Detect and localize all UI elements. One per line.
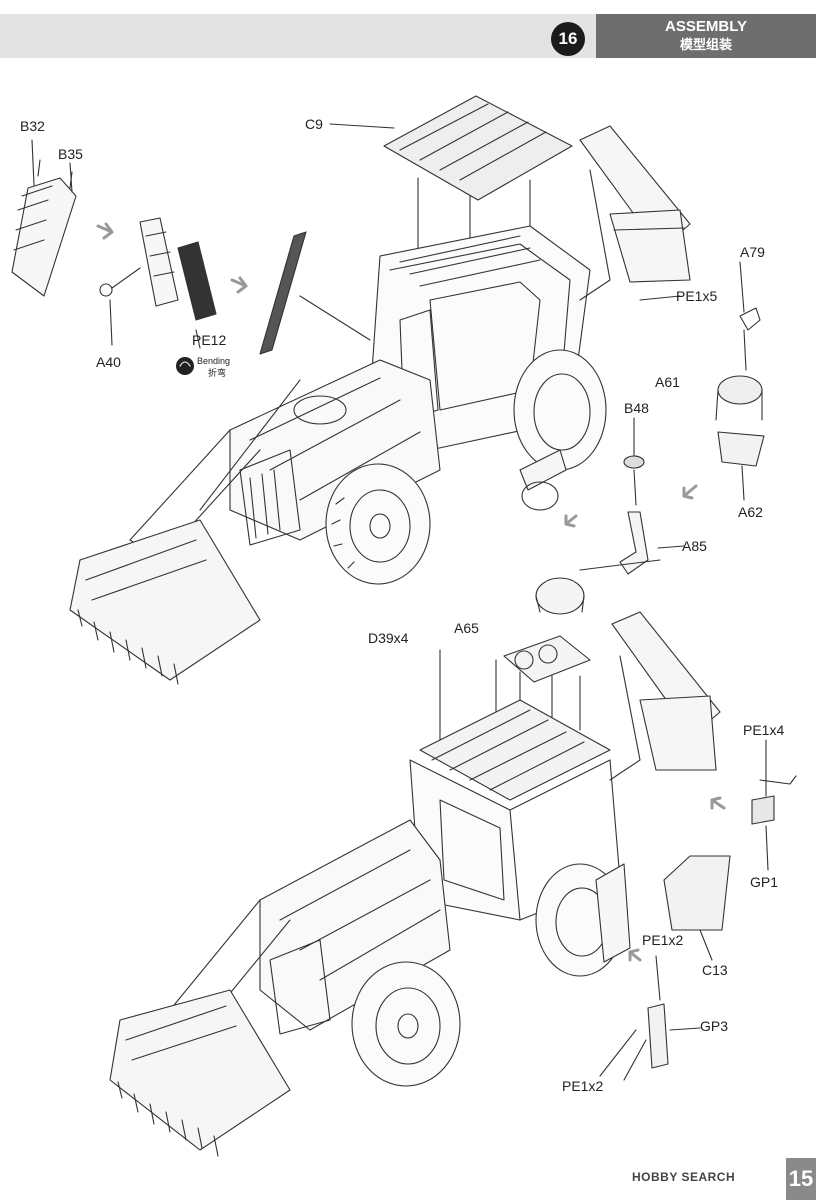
label-a61: A61	[655, 374, 680, 390]
label-pe1x2-lower: PE1x2	[562, 1078, 604, 1094]
label-pe1x5: PE1x5	[676, 288, 718, 304]
label-b35: B35	[58, 146, 83, 162]
label-a79: A79	[740, 244, 765, 260]
label-pe1x4: PE1x4	[743, 722, 785, 738]
bending-note-en: Bending	[197, 356, 231, 366]
bending-note-cn: 折弯	[208, 368, 227, 378]
label-a62: A62	[738, 504, 763, 520]
header-band	[0, 14, 596, 58]
header-subtitle: 模型组装	[679, 37, 732, 52]
label-pe12: PE12	[192, 332, 227, 348]
label-gp3: GP3	[700, 1018, 729, 1034]
label-pe1x2-upper: PE1x2	[642, 932, 684, 948]
label-c9: C9	[305, 116, 323, 132]
backhoe-bottom	[109, 611, 797, 1157]
label-gp1: GP1	[750, 874, 779, 890]
header-title: ASSEMBLY	[665, 18, 747, 35]
label-b48: B48	[624, 400, 649, 416]
label-a40: A40	[96, 354, 121, 370]
label-a85: A85	[682, 538, 707, 554]
watermark: HOBBY SEARCH	[632, 1170, 736, 1184]
side-panel-subassembly	[11, 139, 371, 375]
top-right-parts	[535, 261, 765, 615]
label-b32: B32	[20, 118, 45, 134]
step-number-badge: 16	[551, 22, 585, 56]
header-title-block	[596, 14, 816, 58]
label-d39x4: D39x4	[368, 630, 409, 646]
label-a65: A65	[454, 620, 479, 636]
page-number: 15	[786, 1158, 816, 1200]
label-c13: C13	[702, 962, 728, 978]
backhoe-top	[69, 125, 691, 685]
